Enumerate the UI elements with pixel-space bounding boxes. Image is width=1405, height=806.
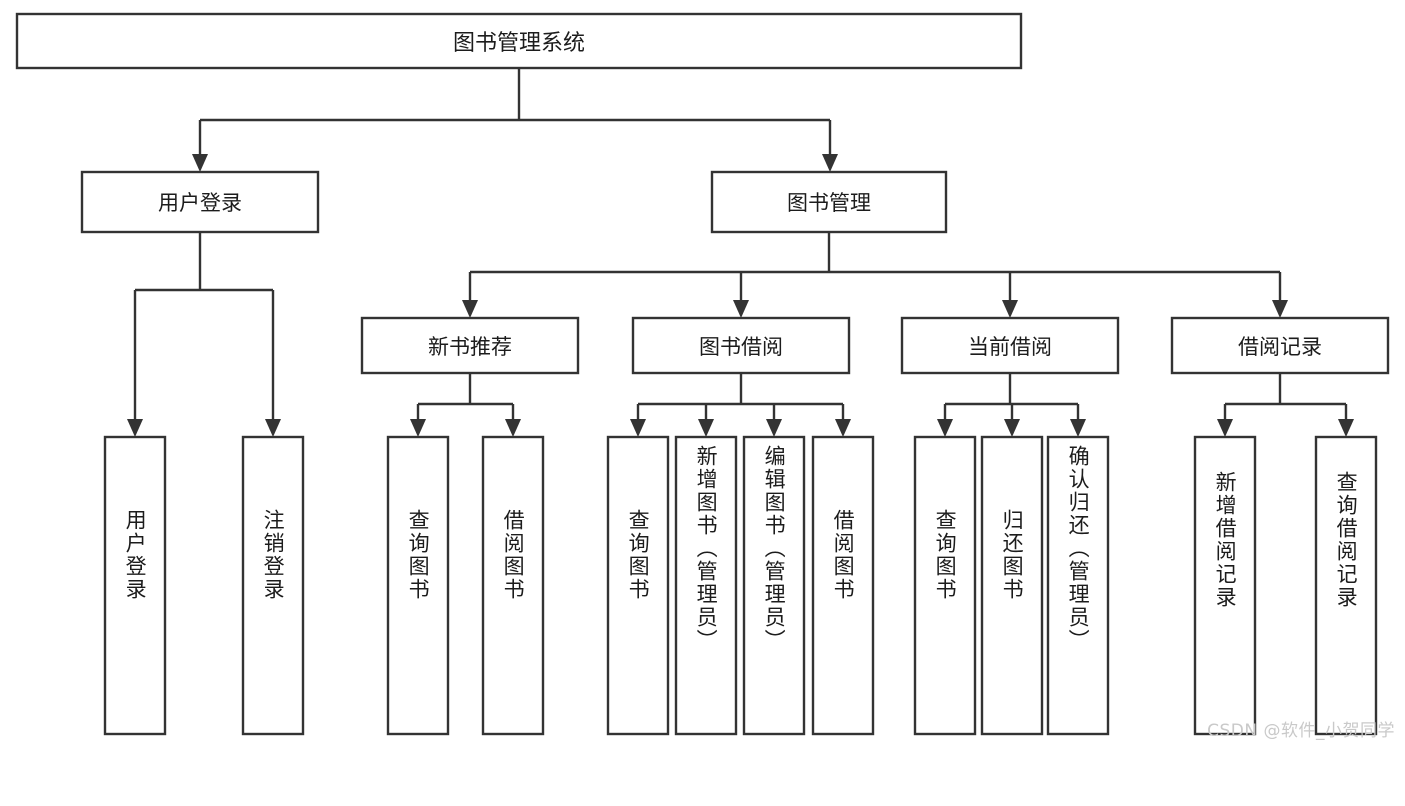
watermark: CSDN @软件_小贺同学 (1207, 721, 1395, 741)
leaf-label-current-borrow-1: 归还图书 (1000, 509, 1025, 601)
node-box-root[interactable] (15, 12, 1023, 70)
node-label-book-management: 图书管理 (787, 191, 871, 215)
leaf-label-current-borrow-2-wrap: 确认归还（管理员） (1048, 437, 1108, 742)
arrow-bm-to-new-book (462, 300, 478, 318)
leaf-label-book-borrow-3: 借阅图书 (831, 509, 856, 601)
arrow-borrow-record-leaf-1 (1338, 419, 1354, 437)
arrow-new-book-leaf-1 (505, 419, 521, 437)
leaf-label-user-login-0-wrap: 用户登录 (105, 437, 165, 806)
node-box-leaf-current-borrow-0[interactable] (913, 435, 977, 736)
leaf-label-user-login-1-wrap: 注销登录 (243, 437, 303, 806)
leaf-label-new-book-1: 借阅图书 (501, 509, 526, 601)
node-label-borrow-record: 借阅记录 (1238, 334, 1322, 359)
arrow-book-borrow-leaf-3 (835, 419, 851, 437)
node-box-leaf-user-login-0[interactable] (103, 435, 167, 736)
arrow-current-borrow-leaf-0 (937, 419, 953, 437)
arrow-current-borrow-leaf-1 (1004, 419, 1020, 437)
arrow-root-to-book-management (822, 154, 838, 172)
leaf-label-book-borrow-2: 编辑图书（管理员） (762, 445, 787, 652)
leaf-label-current-borrow-0: 查询图书 (933, 509, 958, 601)
leaf-label-current-borrow-1-wrap: 归还图书 (982, 437, 1042, 806)
diagram-canvas: 图书管理系统 用户登录 图书管理 新书推荐 图书借阅 当前借阅 借阅记录 用户登… (15, 12, 1395, 742)
node-box-leaf-book-borrow-3[interactable] (811, 435, 875, 736)
leaf-label-user-login-0: 用户登录 (123, 509, 148, 601)
arrow-bm-to-current-borrow (1002, 300, 1018, 318)
arrow-book-borrow-leaf-1 (698, 419, 714, 437)
leaf-label-book-borrow-1: 新增图书（管理员） (694, 445, 719, 652)
leaf-label-book-borrow-2-wrap: 编辑图书（管理员） (744, 437, 804, 742)
leaf-label-borrow-record-1: 查询借阅记录 (1334, 471, 1359, 609)
diagram-svg (15, 12, 1390, 736)
arrow-borrow-record-leaf-0 (1217, 419, 1233, 437)
node-label-current-borrow-wrap: 当前借阅 (902, 318, 1118, 373)
leaf-label-book-borrow-1-wrap: 新增图书（管理员） (676, 437, 736, 742)
node-box-leaf-book-borrow-0[interactable] (606, 435, 670, 736)
page-title: 图书管理系统 (452, 31, 585, 56)
leaf-label-borrow-record-1-wrap: 查询借阅记录 (1316, 437, 1376, 768)
node-label-user-login-wrap: 用户登录 (82, 172, 318, 232)
arrow-user-login-leaf-0 (127, 419, 143, 437)
arrow-new-book-leaf-0 (410, 419, 426, 437)
leaf-label-current-borrow-2: 确认归还（管理员） (1066, 445, 1091, 652)
node-box-user-login[interactable] (80, 170, 320, 234)
arrow-root-to-user-login (192, 154, 208, 172)
node-box-new-book-recommend[interactable] (360, 316, 580, 375)
node-box-leaf-current-borrow-1[interactable] (980, 435, 1044, 736)
node-label-new-book-recommend-wrap: 新书推荐 (362, 318, 578, 373)
leaf-label-new-book-0: 查询图书 (406, 509, 431, 601)
leaf-label-book-borrow-3-wrap: 借阅图书 (813, 437, 873, 806)
node-box-leaf-new-book-1[interactable] (481, 435, 545, 736)
node-label-user-login: 用户登录 (158, 191, 242, 215)
arrow-book-borrow-leaf-0 (630, 419, 646, 437)
node-box-leaf-borrow-record-0[interactable] (1193, 435, 1257, 736)
leaf-label-book-borrow-0: 查询图书 (626, 509, 651, 601)
node-label-current-borrow: 当前借阅 (968, 334, 1052, 359)
leaf-label-borrow-record-0-wrap: 新增借阅记录 (1195, 437, 1255, 768)
node-box-leaf-user-login-1[interactable] (241, 435, 305, 736)
node-label-book-borrow-wrap: 图书借阅 (633, 318, 849, 373)
arrow-bm-to-borrow-record (1272, 300, 1288, 318)
node-label-root-wrap: 图书管理系统 (17, 14, 1021, 68)
arrow-current-borrow-leaf-2 (1070, 419, 1086, 437)
leaf-label-new-book-0-wrap: 查询图书 (388, 437, 448, 806)
leaf-label-user-login-1: 注销登录 (261, 509, 286, 601)
node-box-leaf-book-borrow-1[interactable] (674, 435, 738, 736)
leaf-label-borrow-record-0: 新增借阅记录 (1213, 471, 1238, 609)
leaf-label-new-book-1-wrap: 借阅图书 (483, 437, 543, 806)
node-box-leaf-new-book-0[interactable] (386, 435, 450, 736)
node-label-new-book-recommend: 新书推荐 (428, 334, 512, 359)
node-box-leaf-borrow-record-1[interactable] (1314, 435, 1378, 736)
node-box-current-borrow[interactable] (900, 316, 1120, 375)
arrow-user-login-leaf-1 (265, 419, 281, 437)
arrow-book-borrow-leaf-2 (766, 419, 782, 437)
leaf-label-book-borrow-0-wrap: 查询图书 (608, 437, 668, 806)
node-label-book-borrow: 图书借阅 (699, 334, 783, 359)
node-label-book-management-wrap: 图书管理 (712, 172, 946, 232)
node-box-leaf-current-borrow-2[interactable] (1046, 435, 1110, 736)
leaf-label-current-borrow-0-wrap: 查询图书 (915, 437, 975, 806)
arrow-bm-to-book-borrow (733, 300, 749, 318)
node-label-borrow-record-wrap: 借阅记录 (1172, 318, 1388, 373)
